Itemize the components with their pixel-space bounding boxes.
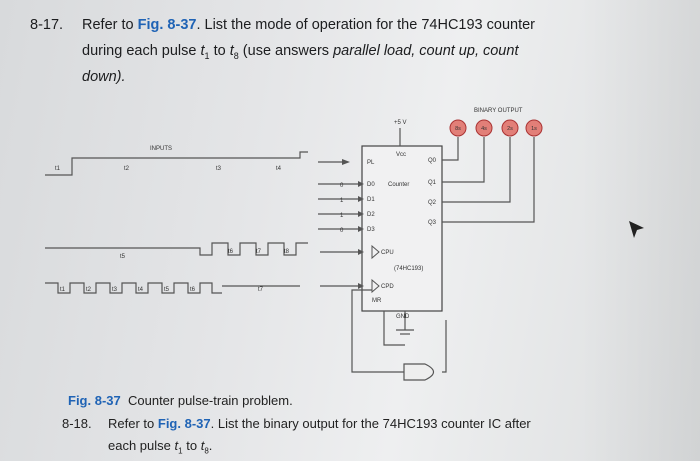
problem-line-2: each pulse t1 to t8. [108,438,212,456]
or-gate [403,363,435,381]
problem-line-1: Refer to Fig. 8-37. List the mode of ope… [82,17,535,33]
problem-line-2: during each pulse t1 to t8 (use answers … [82,43,518,61]
pulse-label: t1 [60,287,66,293]
pin-q0: Q0 [428,158,437,164]
mode-list: parallel load, count up, count [333,43,519,59]
counter-label: Counter [388,182,409,188]
problem-text: Refer to [82,17,134,33]
pulse-label: t5 [164,287,170,293]
binary-output-label: BINARY OUTPUT [474,108,523,114]
led-label: 8s [455,126,461,132]
mr-label: MR [372,298,382,304]
data-bit: 0 [340,183,344,189]
pulse-label: t3 [216,166,222,172]
pulse-label: t6 [190,287,196,293]
pin-d2: D2 [367,212,375,218]
binary-output-leds [449,119,543,137]
led-8s [449,119,467,137]
count-up-waveform [45,242,308,256]
inputs-label: INPUTS [150,146,172,152]
subscript: 8 [204,446,209,456]
subscript: 1 [204,50,210,61]
led-label: 4s [481,126,487,132]
mouse-cursor-icon [629,221,644,238]
pin-d3: D3 [367,227,375,233]
problem-text: to [213,43,226,59]
problem-text: to [186,438,198,453]
pulse-label: t2 [124,166,130,172]
led-label: 2s [507,126,513,132]
subscript: 8 [233,50,239,61]
problem-text: (use answers [242,43,330,59]
pulse-label: t5 [120,254,126,260]
pin-cpd: CPD [381,284,394,290]
led-2s [501,119,519,137]
data-bit: 0 [340,228,344,234]
problem-number: 8-17. [30,17,64,33]
count-down-waveform [45,282,222,294]
pulse-label: t4 [138,287,144,293]
caption-text: Counter pulse-train problem. [127,393,293,408]
problem-text: . [208,438,213,453]
pin-cpu: CPU [381,250,394,256]
problem-text: each pulse [108,438,171,453]
figure-reference[interactable]: Fig. 8-37 [137,17,197,33]
led-1s [525,119,543,137]
problem-number: 8-18. [62,416,92,431]
pulse-label: t1 [55,166,61,172]
vcc-pin-label: Vcc [396,152,406,158]
pulse-label: t7 [256,249,262,255]
pin-q2: Q2 [428,200,437,206]
figure-reference[interactable]: Fig. 8-37 [157,416,211,431]
led-4s [475,119,493,137]
pin-pl: PL [367,160,375,166]
pulse-symbol: t [200,43,205,59]
pin-d0: D0 [367,182,375,188]
pin-q1: Q1 [428,180,437,186]
problem-line-3: down). [82,69,126,85]
gnd-label: GND [396,314,410,320]
pulse-symbol: t [229,43,234,59]
pulse-symbol: t [200,438,205,453]
pin-q3: Q3 [428,220,437,226]
pulse-label: t8 [284,249,290,255]
chip-label: (74HC193) [394,266,423,272]
vcc-supply-label: +5 V [394,120,407,126]
pulse-symbol: t [174,438,179,453]
data-bit: 1 [340,213,344,219]
problem-line-1: Refer to Fig. 8-37. List the binary outp… [108,416,531,431]
pulse-label: t4 [276,166,282,172]
problem-text: Refer to [108,416,155,431]
figure-caption: Fig. 8-37 Counter pulse-train problem. [68,393,293,408]
problem-text: during each pulse [82,43,197,59]
pulse-label: t2 [86,287,92,293]
problem-text: . List the mode of operation for the 74H… [196,17,535,33]
caption-figure-number: Fig. 8-37 [68,393,121,408]
data-bit: 1 [340,198,344,204]
pin-d1: D1 [367,197,375,203]
led-label: 1s [531,126,537,132]
pl-waveform [45,151,308,176]
pulse-label: t7 [258,287,264,293]
problem-text: . List the binary output for the 74HC193… [210,416,531,431]
subscript: 1 [178,446,183,456]
pulse-label: t6 [228,249,234,255]
pulse-label: t3 [112,287,118,293]
